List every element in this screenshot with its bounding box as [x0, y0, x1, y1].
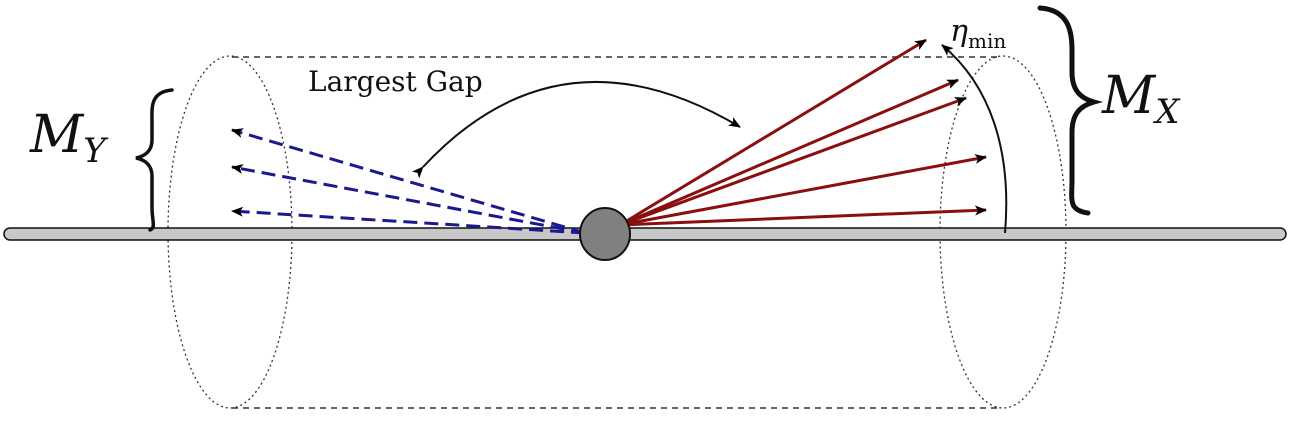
largest-gap-label: Largest Gap — [308, 65, 483, 98]
eta-min-label-sub: min — [968, 29, 1006, 53]
backward-track — [231, 164, 586, 235]
forward-track — [619, 38, 927, 227]
my-brace — [135, 88, 174, 232]
mx-label: MX — [1101, 66, 1181, 132]
eta-min-arc-arrow — [941, 44, 1008, 234]
my-label-sub: Y — [83, 131, 109, 171]
eta-min-label: ηmin — [950, 14, 1006, 53]
forward-track — [619, 96, 967, 227]
interaction-vertex — [579, 207, 631, 261]
forward-track — [619, 78, 959, 227]
my-label-main: M — [29, 105, 85, 165]
forward-track — [619, 205, 987, 227]
backward-tracks — [231, 128, 586, 235]
gap-arc-arrow — [411, 81, 741, 179]
my-label: MY — [29, 105, 109, 171]
eta-min-label-main: η — [950, 14, 968, 49]
backward-track — [231, 128, 586, 235]
mx-label-main: M — [1101, 66, 1157, 126]
beam-pipe — [3, 227, 1287, 241]
forward-tracks — [619, 38, 987, 227]
mx-label-sub: X — [1152, 92, 1181, 132]
forward-track — [619, 154, 987, 227]
mx-brace — [1037, 5, 1104, 216]
backward-track — [231, 206, 586, 235]
